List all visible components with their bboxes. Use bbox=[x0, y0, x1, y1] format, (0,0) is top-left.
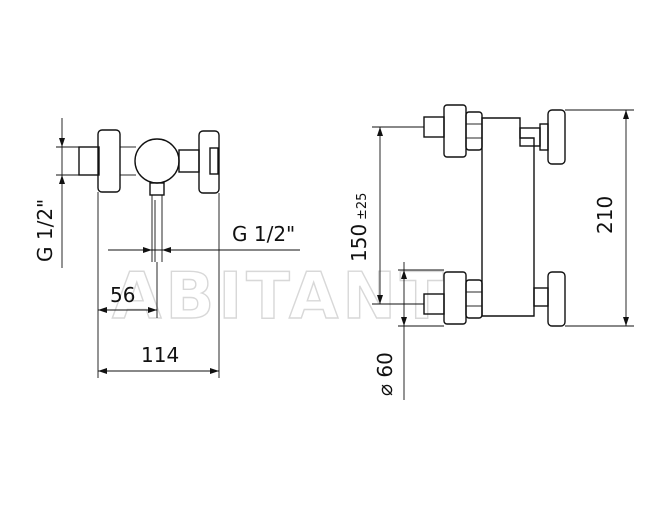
centers-tolerance-label: ±25 bbox=[355, 193, 370, 220]
handle-stem bbox=[178, 149, 200, 173]
lower-handle bbox=[547, 271, 566, 327]
inlet-nut bbox=[78, 146, 100, 176]
watermark-logo: ABITANT bbox=[112, 260, 448, 334]
upper-inlet-rosette bbox=[443, 104, 467, 158]
depth-total-label: 114 bbox=[141, 343, 179, 367]
depth-dimensions: 56 114 bbox=[97, 192, 220, 378]
height-dimension: 210 bbox=[565, 109, 634, 327]
height-total-label: 210 bbox=[593, 196, 617, 234]
centers-dimension: 150 ±25 bbox=[347, 126, 400, 305]
inlet-thread-label: G 1/2" bbox=[33, 199, 57, 262]
rosette-diameter-label: ⌀ 60 bbox=[373, 352, 397, 396]
centers-value-label: 150 bbox=[347, 224, 371, 262]
rosette-diameter-dimension: ⌀ 60 bbox=[373, 262, 444, 400]
upper-inlet-nut bbox=[423, 116, 445, 138]
handle-cap bbox=[209, 147, 219, 175]
handle bbox=[198, 130, 220, 194]
mixer-body bbox=[134, 138, 180, 184]
depth-outlet-label: 56 bbox=[110, 283, 135, 307]
outlet-thread-dimension: G 1/2" bbox=[108, 222, 300, 253]
inlet-thread-dimension: G 1/2" bbox=[33, 118, 79, 268]
side-view bbox=[78, 129, 220, 262]
mixer-body-front bbox=[481, 117, 535, 317]
outlet-thread-label: G 1/2" bbox=[232, 222, 295, 246]
outlet-nut bbox=[149, 182, 165, 196]
lower-handle-stem bbox=[533, 287, 549, 307]
upper-handle bbox=[547, 109, 566, 165]
upper-handle-stem bbox=[519, 127, 541, 147]
inlet-rosette bbox=[97, 129, 121, 193]
